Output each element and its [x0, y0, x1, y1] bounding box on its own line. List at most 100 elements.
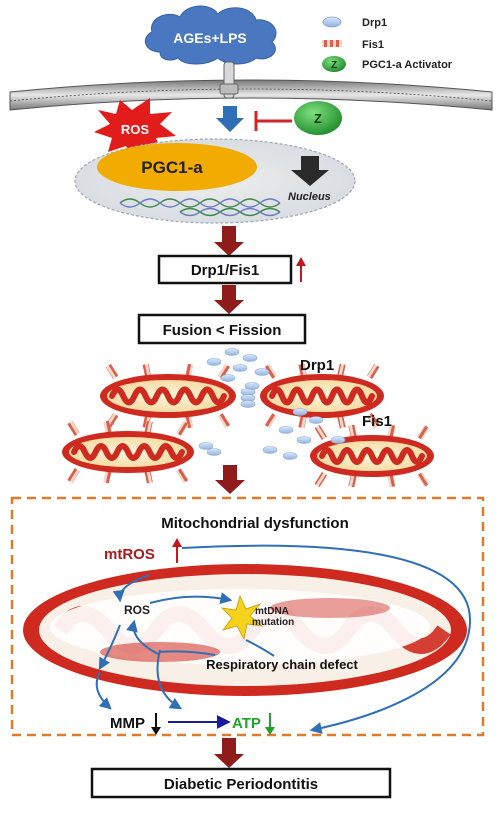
mitochondria-illustration	[62, 348, 434, 488]
drp1-fis1-label: Drp1/Fis1	[191, 262, 259, 279]
drp1-fis1-box	[157, 254, 293, 285]
legend: Drp1 Fis1 Z PGC1-a Activator	[322, 16, 453, 72]
dna-helix-icon	[119, 198, 281, 217]
drp1-droplet	[242, 354, 258, 362]
cell-membrane	[9, 79, 493, 111]
drp1-droplet	[262, 446, 278, 454]
legend-activator-symbol: Z	[331, 60, 337, 71]
legend-activator-icon	[322, 56, 346, 72]
legend-drp1-icon	[322, 16, 342, 28]
drp1-droplet	[206, 448, 222, 456]
outcome-box	[90, 767, 392, 799]
legend-activator-label: PGC1-a Activator	[362, 59, 453, 71]
outcome-label: Diabetic Periodontitis	[164, 776, 318, 793]
fis1-spike	[184, 363, 194, 379]
fis1-spike	[67, 420, 80, 436]
drp1-droplet	[308, 416, 324, 424]
legend-drp1-label: Drp1	[362, 17, 387, 29]
fusion-fission-box	[137, 313, 307, 345]
fis1-spike	[366, 363, 380, 379]
atp-down-arrow-head	[265, 727, 275, 735]
legend-fis1-label: Fis1	[362, 39, 384, 51]
step-arrow-2	[214, 285, 244, 314]
atp-label: ATP	[232, 715, 261, 732]
mmp-label: MMP	[110, 715, 145, 732]
fis1-spike	[217, 413, 231, 429]
up-arrow-drp1-head	[296, 257, 306, 266]
drp1-droplet	[232, 364, 248, 372]
fis1-spike	[144, 420, 153, 436]
drp1-droplet	[244, 382, 260, 390]
dysfunction-title: Mitochondrial dysfunction	[161, 515, 349, 532]
down-arrow-blue	[216, 106, 244, 132]
mito-cristae	[71, 443, 185, 461]
mtdna-star-icon	[220, 594, 264, 641]
fis1-spike	[67, 468, 80, 484]
drp1-droplet	[198, 442, 214, 450]
drp1-droplet	[220, 374, 236, 382]
fis1-spike	[386, 424, 396, 440]
step-arrow-4	[214, 738, 244, 768]
fis1-spike	[142, 363, 152, 379]
fis1-spike	[366, 413, 380, 429]
feedback-cycle-arrows	[95, 544, 472, 734]
drp1-droplet	[296, 436, 312, 444]
nucleus-label: Nucleus	[288, 191, 331, 203]
mtdna-label-1: mtDNA	[255, 606, 289, 617]
fis1-spike	[348, 472, 358, 488]
step-arrow-3	[215, 465, 245, 494]
fis1-spike	[144, 468, 153, 484]
fis1-spike	[105, 363, 119, 379]
receptor-icon	[219, 61, 239, 99]
dysfunction-panel	[10, 496, 485, 737]
nucleus: PGC1-a Nucleus	[74, 138, 356, 224]
ros-label: ROS	[121, 122, 150, 137]
mito-cristae	[269, 386, 375, 406]
mmp-down-arrow-head	[151, 727, 161, 735]
fis1-spike	[264, 363, 278, 379]
mito-fis1-label: Fis1	[362, 413, 392, 430]
fis1-spike	[176, 468, 189, 484]
fis1-spike	[336, 363, 346, 379]
fis1-spike	[416, 424, 430, 440]
activator-symbol: Z	[314, 111, 322, 126]
drp1-droplet	[292, 408, 308, 416]
respiratory-label: Respiratory chain defect	[206, 657, 358, 672]
fis1-spike	[176, 420, 189, 436]
mito-drp1-label: Drp1	[300, 357, 334, 374]
mtros-up-arrow-head	[172, 538, 182, 547]
fusion-fission-label: Fusion < Fission	[163, 322, 282, 339]
fis1-spike	[217, 363, 231, 379]
drp1-droplet	[206, 358, 222, 366]
down-arrow-dark	[291, 156, 329, 186]
drp1-droplet	[224, 348, 240, 356]
fis1-spike	[348, 424, 358, 440]
fis1-spike	[298, 413, 308, 429]
drp1-droplet	[254, 368, 270, 376]
legend-fis1-icon	[322, 40, 342, 47]
drp1-droplet	[240, 400, 256, 408]
inhibition-marker	[254, 111, 292, 131]
mitochondrion-top-left	[100, 363, 236, 429]
pgc1a-oval	[97, 143, 257, 191]
mitochondrion-bottom-right	[310, 424, 434, 488]
fis1-spike	[314, 424, 328, 440]
fis1-spike	[103, 420, 112, 436]
ros-inner-label: ROS	[124, 603, 150, 617]
stimulus-cloud: AGEs+LPS	[144, 5, 277, 65]
fis1-spike	[298, 363, 308, 379]
mitochondrion-bottom-left	[62, 420, 194, 484]
mito-cristae	[109, 386, 227, 406]
mitochondrion-top-right	[260, 363, 384, 429]
drp1-droplet	[330, 436, 346, 444]
mito-cristae	[319, 447, 425, 465]
mtdna-label-2: mutation	[252, 617, 294, 628]
pgc1a-label: PGC1-a	[141, 158, 203, 177]
fis1-spike	[336, 413, 346, 429]
mtros-label: mtROS	[104, 546, 155, 563]
pgc1a-activator-icon: Z	[294, 101, 342, 135]
fis1-spike	[103, 468, 112, 484]
stimulus-label: AGEs+LPS	[173, 30, 247, 46]
fis1-spike	[264, 413, 278, 429]
